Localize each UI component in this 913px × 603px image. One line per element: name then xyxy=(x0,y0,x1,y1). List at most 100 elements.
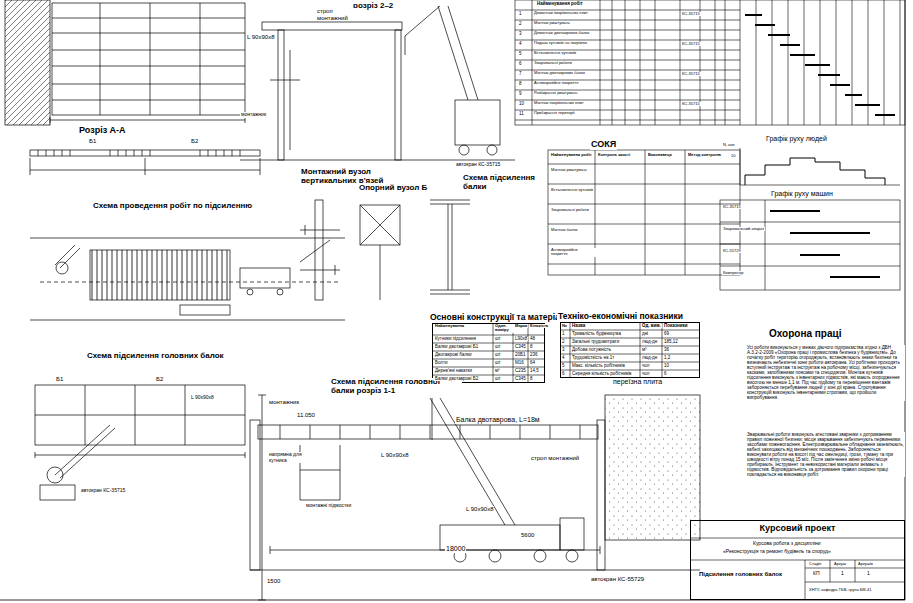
drawing-label: Б2 xyxy=(190,138,199,145)
drawing-label: строп монтажний xyxy=(316,8,363,21)
drawing-label: 3 xyxy=(561,348,566,353)
drawing-label: Монтаж балок xyxy=(550,228,578,232)
drawing-label: КС-55729 xyxy=(722,249,742,253)
drawing-label: 4 xyxy=(518,42,523,47)
drawing-label: 6 xyxy=(561,372,566,377)
drawing-label: № xyxy=(561,324,568,329)
drawing-label: 20Б1 xyxy=(514,353,526,358)
drawing-label: L 90х90х8 xyxy=(190,395,215,401)
table-heading: Техніко-економічні показники xyxy=(557,312,684,321)
drawing-label: 48 xyxy=(529,337,536,342)
drawing-label: Виконавець xyxy=(647,153,673,157)
main-beams-scheme xyxy=(35,385,245,500)
drawing-label: Загальні трудовитрати xyxy=(571,340,620,345)
drawing-label: Метод контролю xyxy=(687,153,722,157)
drawing-label: 10 xyxy=(518,102,525,107)
drawing-label: Зварювальні роботи xyxy=(533,61,573,65)
drawing-label: 11.050 xyxy=(296,412,316,419)
drawing-label: 8 xyxy=(529,377,534,382)
drawing-label: 7 xyxy=(518,72,523,77)
drawing-label: Демонтаж покрівельних плит xyxy=(533,11,589,15)
drawing-label: Монтаж риштувань xyxy=(533,21,571,25)
drawing-label: Зварювальний апарат xyxy=(722,227,765,231)
drawing-label: чол xyxy=(641,372,650,377)
work-scheme xyxy=(30,238,345,320)
title-block: Курсовий проект xyxy=(690,520,905,600)
drawing-label: Найменування робіт xyxy=(550,153,593,157)
drawing-label: Двотаврові балки xyxy=(434,353,472,358)
drawing-label: Аркуш xyxy=(833,562,847,566)
drawing-label: «Реконструкція та ремонт будівель та спо… xyxy=(722,549,832,555)
drawing-label: Тривалість будівництва xyxy=(571,332,622,337)
drawing-label: 1 xyxy=(866,571,871,577)
resource-charts xyxy=(720,148,900,290)
drawing-label: L 90х90х8 xyxy=(465,506,494,513)
drawing-label: люд-дн xyxy=(641,340,658,345)
drawing-label: Графік руху машин xyxy=(770,190,834,198)
drawing-label: Антикорозійне покриття xyxy=(533,81,579,85)
drawing-label: монтажник xyxy=(268,399,300,406)
drawing-label: L 90х90х8 xyxy=(380,452,409,459)
drawing-label: шт xyxy=(494,377,502,382)
drawing-label: Компресор xyxy=(722,271,744,275)
drawing-label: СОКЯ xyxy=(590,140,617,150)
drawing-label: 1,2 xyxy=(663,356,671,361)
drawing-label: N, чол xyxy=(722,143,736,147)
drawing-label: Трудомісткість на 1т xyxy=(571,356,615,361)
drawing-label: напрямна для кутника xyxy=(268,452,304,463)
drawing-label: 8 xyxy=(518,82,523,87)
drawing-label: 1 xyxy=(840,571,845,577)
drawing-label: С345 xyxy=(514,345,527,350)
drawing-label: 4 xyxy=(561,356,566,361)
section-2-2 xyxy=(240,6,515,160)
drawing-label: Середня кількість робітників xyxy=(571,372,632,377)
drawing-label: Монтаж риштувань xyxy=(550,168,588,172)
drawing-label: Охорона праці xyxy=(768,328,842,339)
drawing-label: Подача кутників на покрівлю xyxy=(533,41,588,45)
drawing-label: ХНТУ, кафедра ТБВ, група БМ-41 xyxy=(808,588,872,592)
drawing-label: 11 xyxy=(518,112,525,117)
section-a-a xyxy=(30,150,260,175)
drawing-label: М16 xyxy=(514,361,525,366)
drawing-label: шт xyxy=(494,361,502,366)
drawing-label: КС-35715 xyxy=(722,205,742,209)
detail-nodes xyxy=(300,200,470,300)
drawing-label: 5 xyxy=(518,52,523,57)
materials-table-grid xyxy=(432,323,545,383)
drawing-label: 5 xyxy=(561,364,566,369)
drawing-label: чол xyxy=(641,364,650,369)
drawing-label: Кутники підсилення xyxy=(434,337,477,342)
drawing-label: КС-35715 xyxy=(681,42,701,46)
drawing-label: Показники xyxy=(663,324,689,329)
drawing-label: 9 xyxy=(518,92,523,97)
drawing-label: Од. вим. xyxy=(641,324,662,329)
drawing-label: КП xyxy=(812,571,821,577)
drawing-label: Аркушів xyxy=(857,562,874,566)
drawing-label: Стадія xyxy=(808,562,822,566)
drawing-label: Встановлення кутників xyxy=(533,51,577,55)
drawing-label: Балки двотаврові Б1 xyxy=(434,345,479,350)
drawing-label: монтажник xyxy=(240,112,267,118)
drawing-label: 3 xyxy=(518,32,523,37)
drawing-label: Зварювальні роботи виконують атестовані … xyxy=(746,432,905,477)
drawing-label: Антикорозійне покриття xyxy=(550,248,596,257)
drawing-label: 1 xyxy=(561,332,566,337)
drawing-label: КС-35715 xyxy=(681,102,701,106)
drawing-label: люд-дн xyxy=(641,356,658,361)
drawing-label: Монтажний вузол вертикальних в'язей xyxy=(300,168,392,186)
drawing-label: L90x8 xyxy=(514,337,528,342)
drawing-label: автокран КС-35715 xyxy=(455,162,501,168)
drawing-label: Монтаж двотаврових балок xyxy=(533,71,586,75)
drawing-label: м³ xyxy=(641,348,648,353)
drawing-label: автокран КС-35715 xyxy=(80,488,126,494)
drawing-label: С345 xyxy=(514,377,527,382)
drawing-label: 14,5 xyxy=(529,369,540,374)
drawing-label: автокран КС-55729 xyxy=(590,576,645,583)
drawing-label: 69 xyxy=(663,332,670,337)
schedule-table xyxy=(515,0,905,125)
drawing-label: КС-35715 xyxy=(681,12,701,16)
drawing-label: дні xyxy=(641,332,649,337)
drawing-label: Контроль якості xyxy=(597,153,631,157)
